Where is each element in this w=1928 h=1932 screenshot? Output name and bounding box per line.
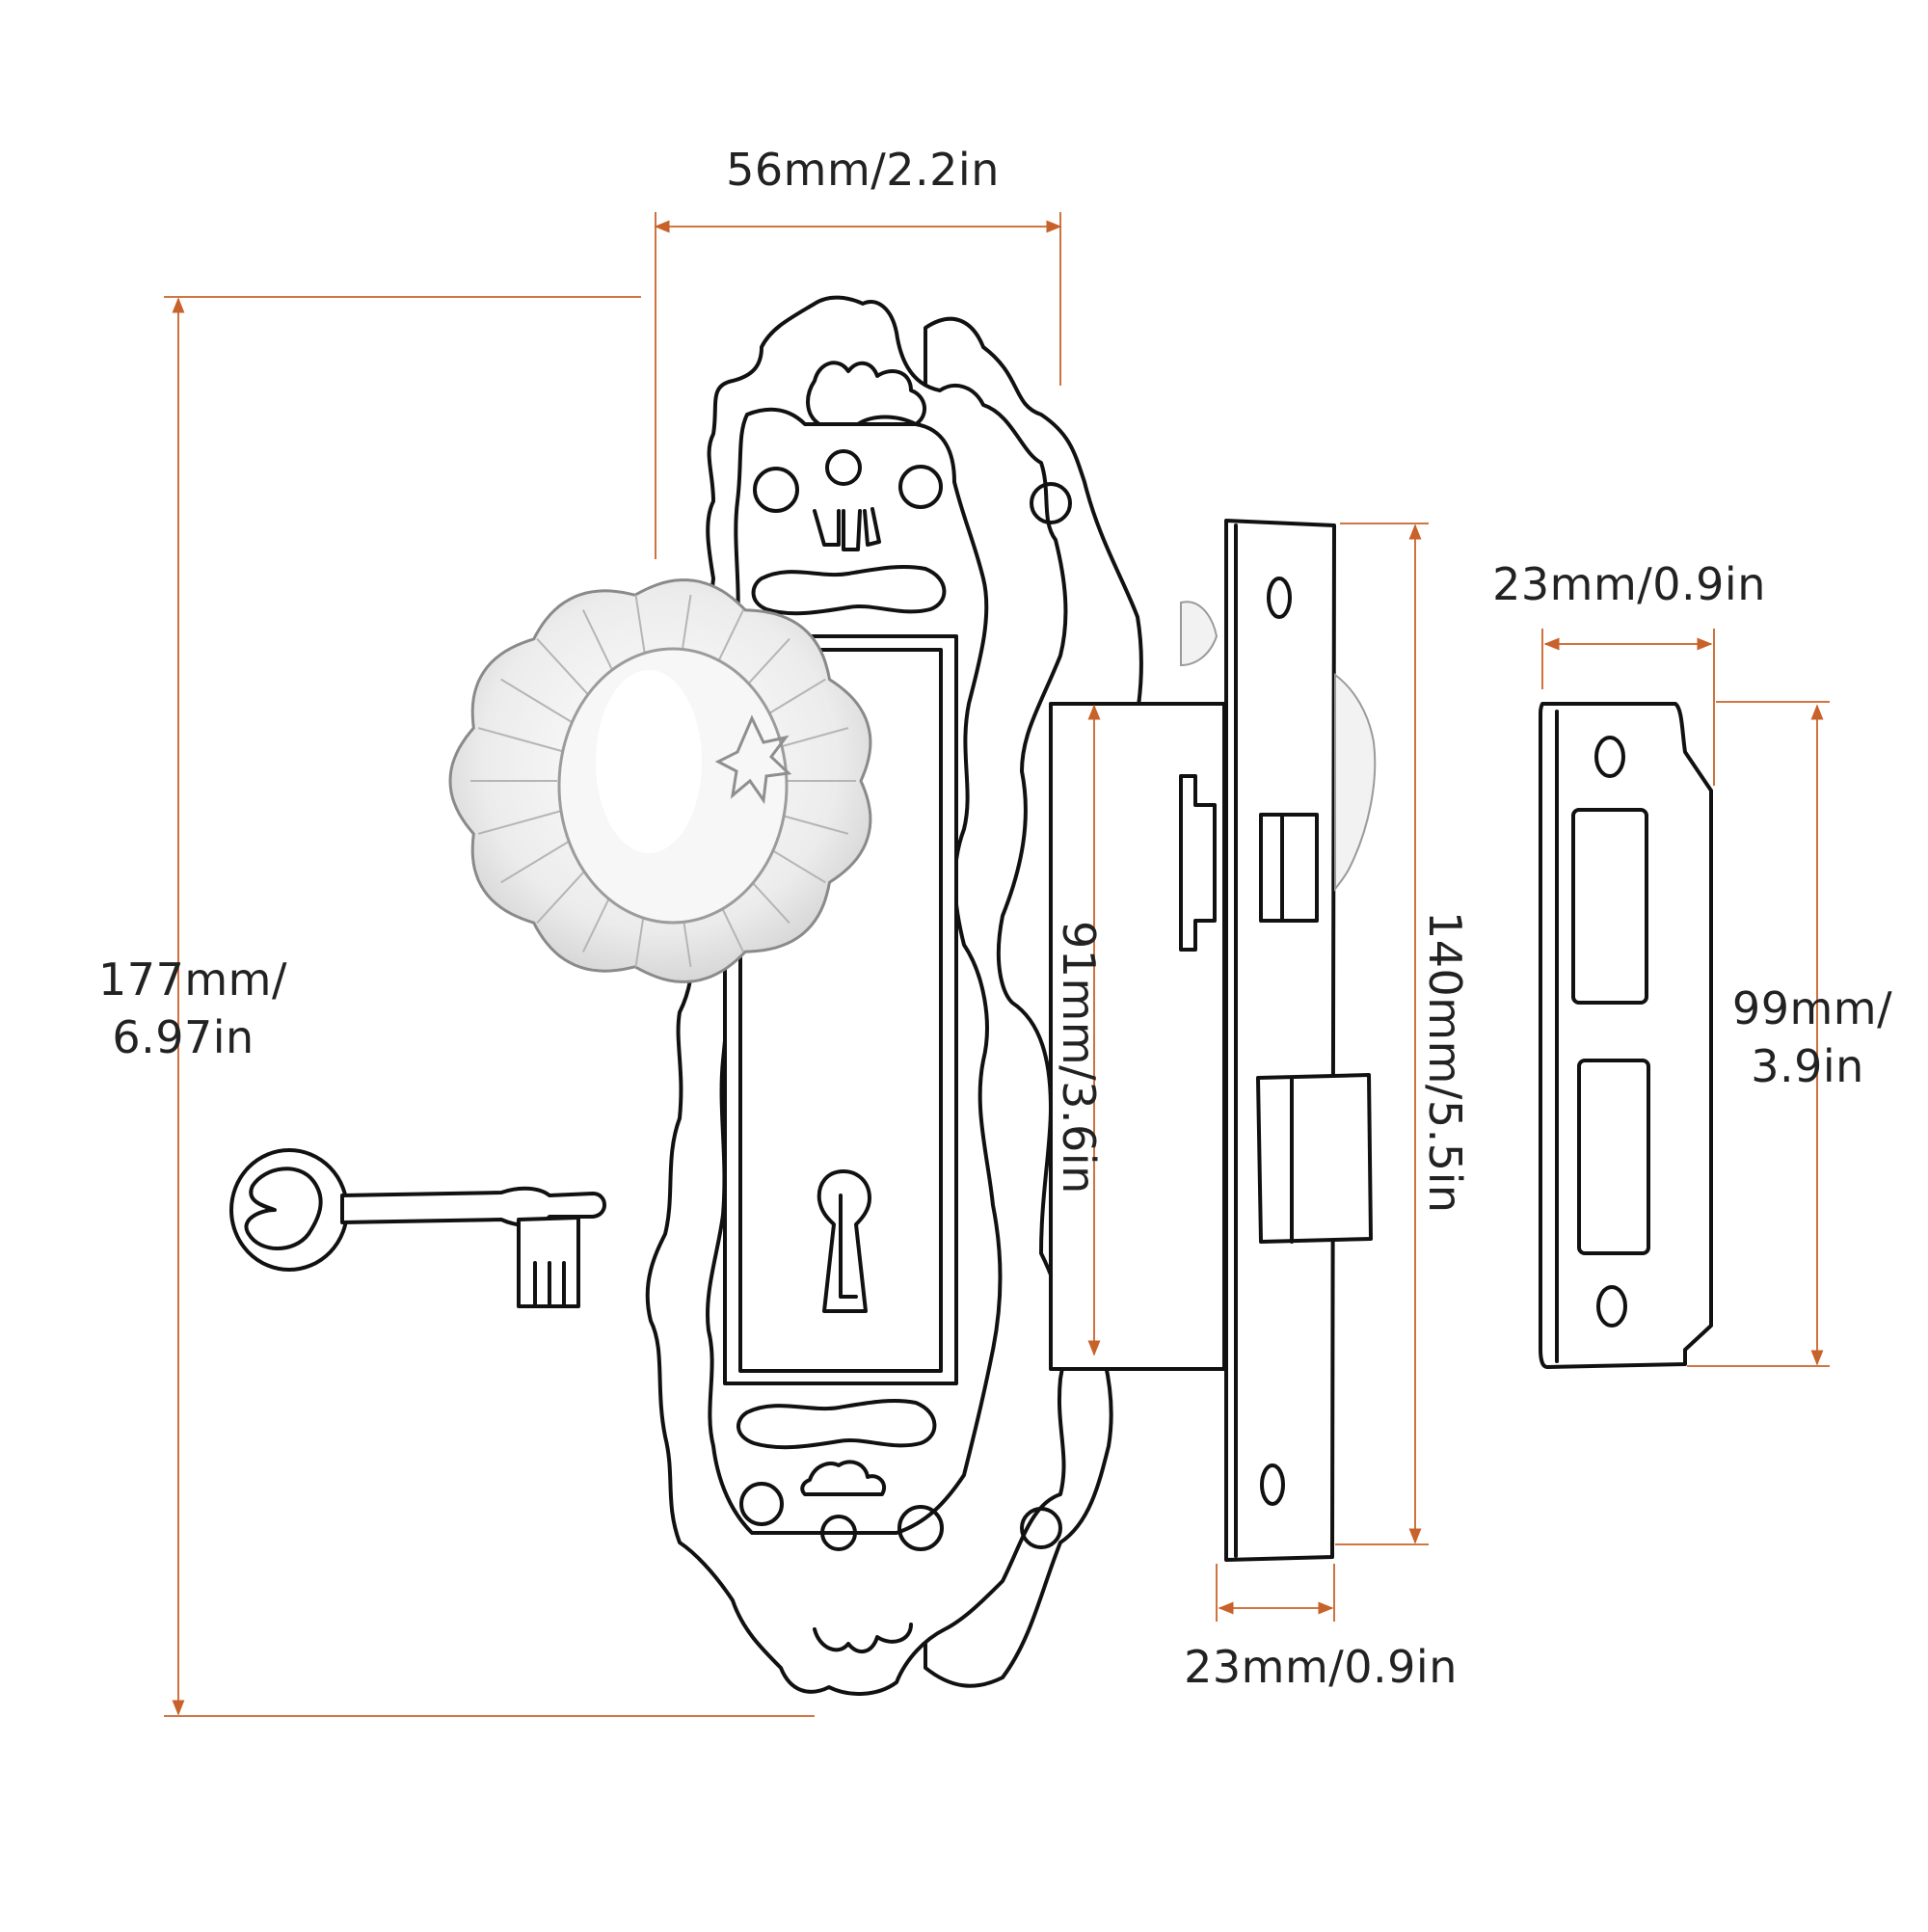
knob-facet-line xyxy=(500,678,576,725)
keyhole-inner xyxy=(839,1194,858,1299)
rear-knob-top xyxy=(1180,601,1218,667)
keyhole-icon xyxy=(817,1169,871,1313)
knob-facet-line xyxy=(500,837,576,884)
backplate-hole-top-right xyxy=(898,465,943,509)
faceplate-screw-bottom xyxy=(1260,1463,1285,1506)
lock-body-tab xyxy=(1179,774,1217,952)
strike-screw-bottom xyxy=(1596,1285,1627,1328)
backplate-bottom-fan xyxy=(800,1460,887,1496)
strike-plate xyxy=(1539,702,1713,1369)
key-bit-teeth xyxy=(533,1261,566,1305)
backplate-top-scroll xyxy=(751,564,947,616)
backplate-hole-bottom-center xyxy=(820,1515,857,1551)
knob-facet-line xyxy=(477,810,562,835)
latch-bolt xyxy=(1259,813,1319,923)
backplate-hole-bottom-left xyxy=(739,1482,784,1526)
label-backplate-width: 56mm/2.2in xyxy=(726,144,1000,196)
label-faceplate-width: 23mm/0.9in xyxy=(1184,1641,1458,1693)
label-strike-height-mm: 99mm/ xyxy=(1731,982,1893,1034)
backplate-bottom-crown xyxy=(813,1623,913,1653)
rear-knob-hint xyxy=(1334,672,1377,892)
lock-faceplate xyxy=(1224,519,1336,1562)
mortise-lock-body xyxy=(1049,519,1377,1562)
strike-opening-bottom xyxy=(1577,1059,1650,1255)
backplate-bottom-scroll xyxy=(736,1398,937,1450)
backplate-hole-top-left xyxy=(753,467,799,513)
label-backplate-height-in: 6.97in xyxy=(112,1011,254,1063)
strike-screw-top xyxy=(1594,736,1625,778)
backplate-crown xyxy=(806,361,926,426)
backplate-hole-side-right xyxy=(1030,482,1072,524)
crystal-glass-knob xyxy=(448,578,872,983)
knob-highlight xyxy=(596,670,702,853)
backplate-hole-bottom-side xyxy=(1020,1507,1062,1549)
backplate-hole-bottom-right xyxy=(897,1505,944,1551)
escutcheon-panel-inner xyxy=(738,648,943,1373)
backplate-hole-top-center xyxy=(825,449,862,486)
knob-facet-line xyxy=(536,637,595,702)
strike-opening-top xyxy=(1571,808,1648,1005)
label-strike-height-in: 3.9in xyxy=(1751,1040,1864,1092)
label-strike-width: 23mm/0.9in xyxy=(1492,558,1766,610)
knob-star-reflection xyxy=(714,714,792,805)
faceplate-screw-top xyxy=(1267,577,1292,619)
skeleton-key xyxy=(229,1148,606,1308)
label-faceplate-height: 140mm/5.5in xyxy=(1419,911,1471,1214)
key-bow-inner xyxy=(244,1167,323,1250)
dead-bolt xyxy=(1256,1073,1373,1244)
label-lock-body-height: 91mm/3.6in xyxy=(1053,921,1105,1194)
dimension-lines xyxy=(164,212,1830,1717)
knob-facet-line xyxy=(477,727,562,752)
backplate-top-fan xyxy=(813,507,881,551)
label-backplate-height-mm: 177mm/ xyxy=(98,953,287,1006)
strike-plate-outline xyxy=(1539,702,1713,1369)
